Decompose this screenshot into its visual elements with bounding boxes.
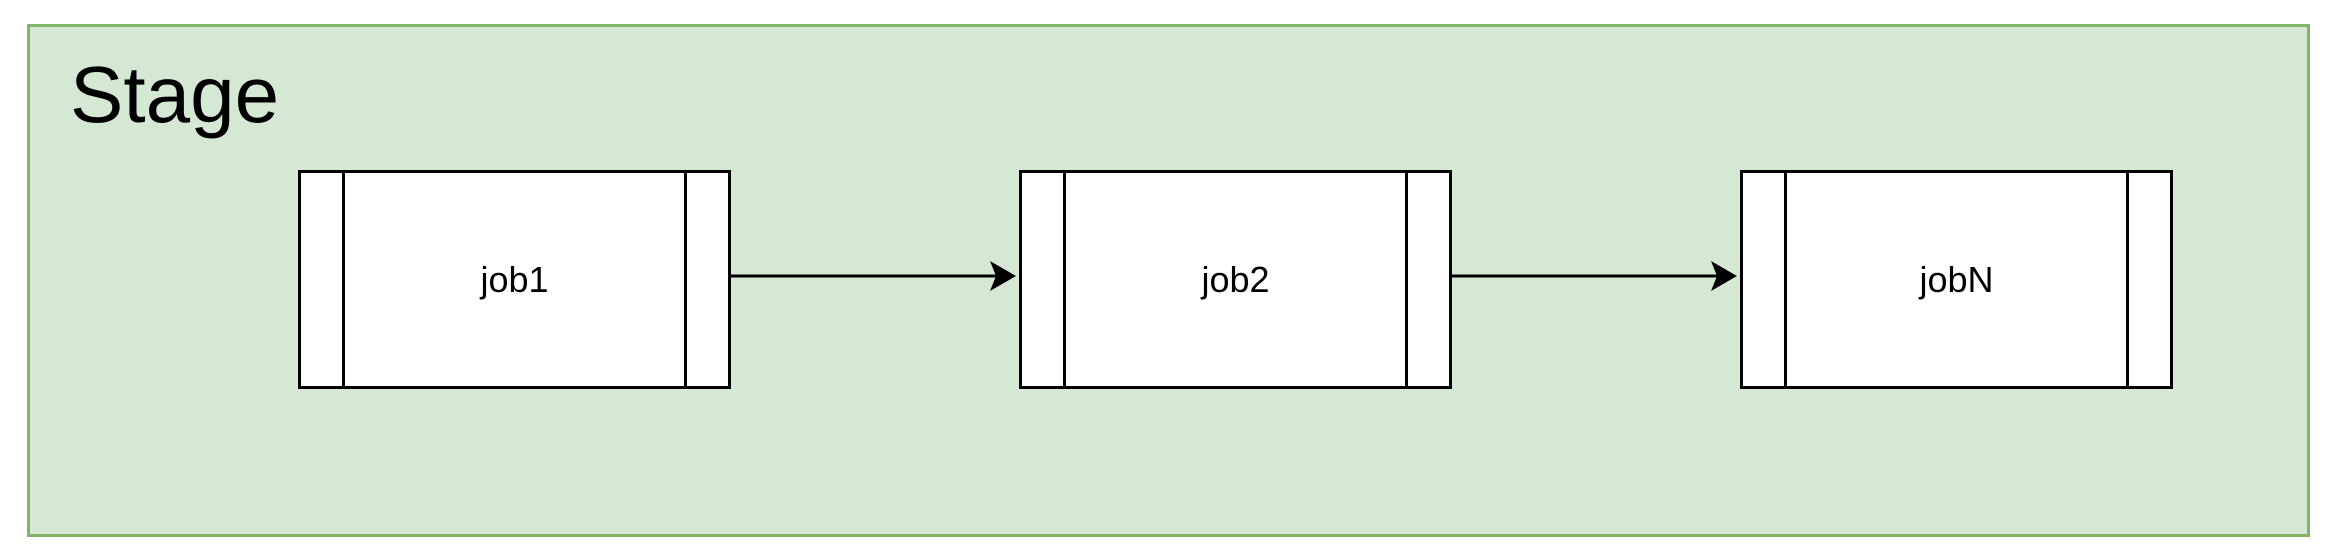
stage-title: Stage <box>70 50 280 139</box>
job-node-1-right-bar <box>684 173 687 386</box>
job-node-2-label: job2 <box>1201 258 1270 300</box>
job-node-n-right-bar <box>2126 173 2129 386</box>
job-node-1-label: job1 <box>480 258 549 300</box>
job-node-n-label: jobN <box>1919 258 1994 300</box>
job-node-2-left-bar <box>1063 173 1066 386</box>
job-node-2-right-bar <box>1405 173 1408 386</box>
job-node-1: job1 <box>298 170 731 389</box>
job-node-n: jobN <box>1740 170 2173 389</box>
job-node-1-left-bar <box>342 173 345 386</box>
stage-container: Stage job1 job2 jobN <box>27 24 2310 537</box>
job-node-n-left-bar <box>1784 173 1787 386</box>
job-node-2: job2 <box>1019 170 1452 389</box>
